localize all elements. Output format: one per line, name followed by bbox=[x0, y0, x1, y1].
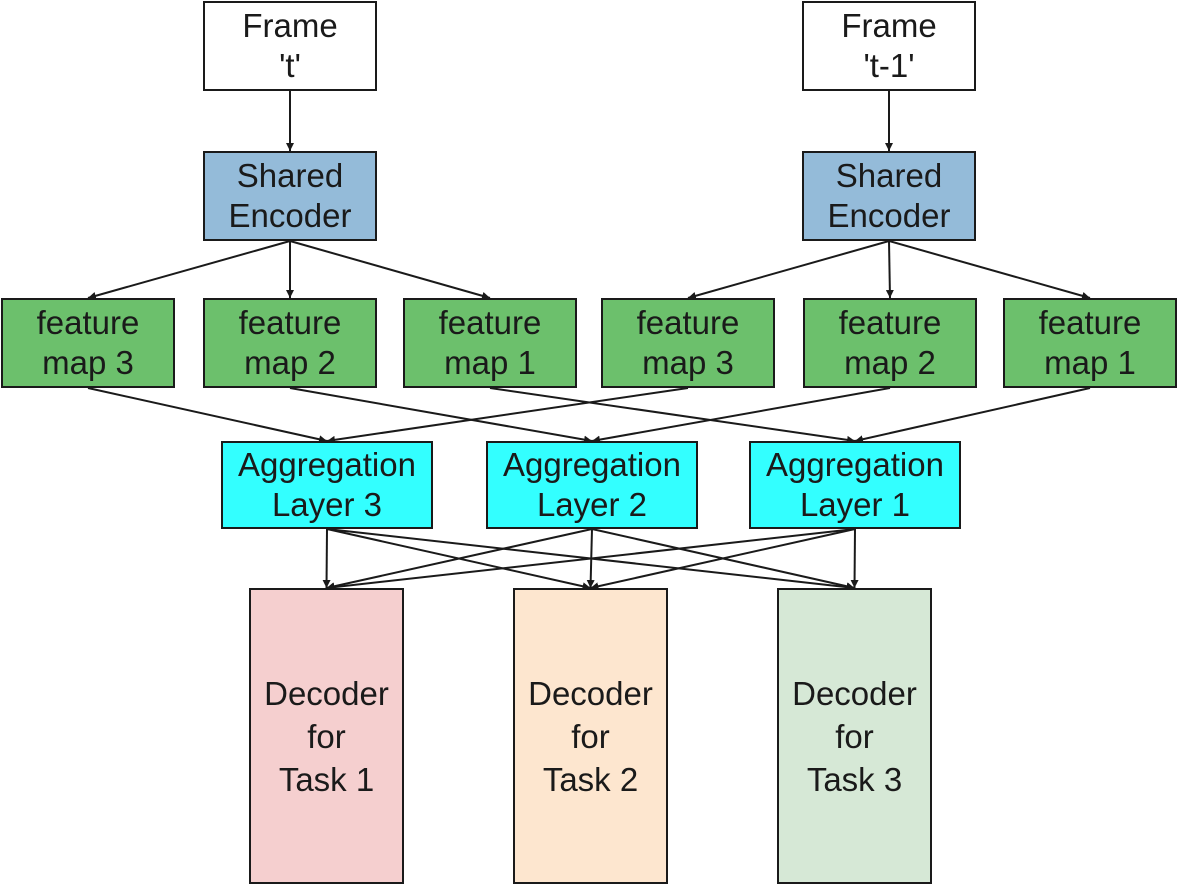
aggregation-layer-line1: Aggregation bbox=[238, 446, 416, 483]
frame-t-minus-1-box: Frame 't-1' bbox=[802, 1, 976, 91]
encoder-to-feature-map-arrow bbox=[888, 240, 1091, 300]
feature-map-2-frame-t-minus-1: feature map 2 bbox=[803, 298, 977, 388]
aggregation-to-decoder-arrow bbox=[322, 528, 331, 589]
aggregation-to-decoder-arrow bbox=[326, 528, 593, 591]
frame-t-box: Frame 't' bbox=[203, 1, 377, 91]
aggregation-to-decoder-arrow bbox=[590, 528, 856, 591]
encoder-to-feature-map-arrow bbox=[87, 240, 291, 300]
feature-map-line2: map 2 bbox=[844, 344, 936, 381]
feature-map-to-aggregation-arrow bbox=[289, 387, 593, 444]
aggregation-layer-3: Aggregation Layer 3 bbox=[221, 441, 433, 529]
encoder-to-feature-map-arrow bbox=[885, 240, 894, 299]
feature-map-line1: feature bbox=[636, 304, 740, 341]
feature-map-line1: feature bbox=[438, 304, 542, 341]
shared-encoder-t-minus-1-line2: Encoder bbox=[827, 197, 951, 234]
feature-map-to-aggregation-arrow bbox=[854, 387, 1091, 444]
aggregation-layer-line1: Aggregation bbox=[503, 446, 681, 483]
decoder-line1: Decoder bbox=[528, 674, 653, 712]
decoder-task-1: Decoder for Task 1 bbox=[249, 588, 404, 884]
frame-t-minus-1-label: 't-1' bbox=[863, 47, 915, 84]
feature-map-line1: feature bbox=[1038, 304, 1142, 341]
feature-map-2-frame-t: feature map 2 bbox=[203, 298, 377, 388]
aggregation-layer-1: Aggregation Layer 1 bbox=[749, 441, 961, 529]
feature-map-to-aggregation-arrow bbox=[326, 387, 689, 444]
feature-map-line2: map 2 bbox=[244, 344, 336, 381]
feature-map-line2: map 3 bbox=[642, 344, 734, 381]
encoder-to-feature-map-arrow bbox=[289, 240, 491, 300]
shared-encoder-t-minus-1-line1: Shared bbox=[835, 157, 943, 194]
aggregation-to-decoder-arrow bbox=[326, 528, 856, 592]
aggregation-to-decoder-arrow bbox=[850, 528, 859, 589]
frame-t-title: Frame bbox=[242, 7, 338, 44]
decoder-line1: Decoder bbox=[792, 674, 917, 712]
feature-map-1-frame-t-minus-1: feature map 1 bbox=[1003, 298, 1177, 388]
feature-map-line1: feature bbox=[838, 304, 942, 341]
feature-map-line2: map 1 bbox=[1044, 344, 1136, 381]
aggregation-layer-line2: Layer 1 bbox=[799, 486, 911, 523]
decoder-line1: Decoder bbox=[264, 674, 389, 712]
frame-t-minus-1-title: Frame bbox=[841, 7, 937, 44]
aggregation-layer-2: Aggregation Layer 2 bbox=[486, 441, 698, 529]
feature-map-line1: feature bbox=[238, 304, 342, 341]
feature-map-to-aggregation-arrow bbox=[87, 387, 328, 444]
shared-encoder-t-line2: Encoder bbox=[228, 197, 352, 234]
feature-map-1-frame-t: feature map 1 bbox=[403, 298, 577, 388]
frame-t-label: 't' bbox=[279, 47, 301, 84]
aggregation-layer-line1: Aggregation bbox=[766, 446, 944, 483]
decoder-task-3: Decoder for Task 3 bbox=[777, 588, 932, 884]
feature-map-3-frame-t-minus-1: feature map 3 bbox=[601, 298, 775, 388]
decoder-line2: for bbox=[835, 717, 874, 755]
decoder-line3: Task 2 bbox=[542, 760, 639, 798]
feature-map-line1: feature bbox=[36, 304, 140, 341]
decoder-line3: Task 1 bbox=[278, 760, 375, 798]
feature-map-to-aggregation-arrow bbox=[489, 387, 856, 444]
decoder-line2: for bbox=[571, 717, 610, 755]
decoder-line3: Task 3 bbox=[806, 760, 903, 798]
encoder-to-feature-map-arrow bbox=[687, 240, 890, 300]
decoder-line2: for bbox=[307, 717, 346, 755]
feature-map-line2: map 1 bbox=[444, 344, 536, 381]
aggregation-layer-line2: Layer 3 bbox=[271, 486, 383, 523]
feature-map-line2: map 3 bbox=[42, 344, 134, 381]
shared-encoder-t: Shared Encoder bbox=[203, 151, 377, 241]
shared-encoder-t-line1: Shared bbox=[236, 157, 344, 194]
shared-encoder-t-minus-1: Shared Encoder bbox=[802, 151, 976, 241]
feature-map-to-aggregation-arrow bbox=[591, 387, 891, 444]
decoder-task-2: Decoder for Task 2 bbox=[513, 588, 668, 884]
aggregation-layer-line2: Layer 2 bbox=[536, 486, 648, 523]
feature-map-3-frame-t: feature map 3 bbox=[1, 298, 175, 388]
